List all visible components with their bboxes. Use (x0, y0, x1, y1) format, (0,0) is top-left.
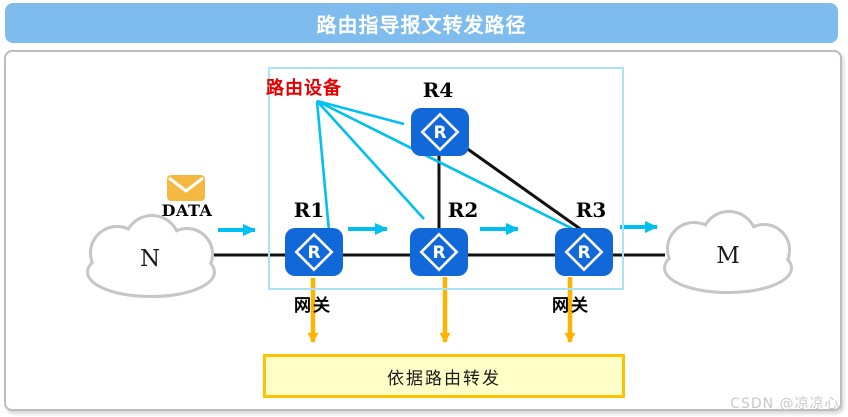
router-r3: R (555, 228, 613, 276)
svg-text:R: R (433, 123, 446, 143)
envelope-icon (167, 175, 205, 201)
gateway-label-right: 网关 (552, 296, 590, 316)
gateway-label-left: 网关 (294, 296, 332, 316)
page-title: 路由指导报文转发路径 (316, 12, 527, 37)
watermark: CSDN @凉凉心, (730, 396, 845, 412)
router-icon: R (564, 232, 604, 272)
router-r4: R (411, 108, 469, 156)
packet-data-label: DATA (161, 201, 213, 220)
router-r4-label: R4 (422, 78, 454, 102)
router-icon: R (420, 112, 460, 152)
router-icon: R (419, 232, 459, 272)
router-r2-label: R2 (447, 198, 479, 222)
router-area-box (268, 67, 624, 290)
svg-text:R: R (432, 243, 445, 263)
cloud-n-label: N (139, 246, 161, 272)
router-r2: R (410, 228, 468, 276)
title-bar: 路由指导报文转发路径 (5, 3, 838, 43)
forward-box: 依据路由转发 (263, 354, 625, 398)
svg-text:R: R (307, 243, 320, 263)
router-r1: R (285, 228, 343, 276)
router-r3-label: R3 (575, 198, 607, 222)
router-icon: R (294, 232, 334, 272)
router-group-label: 路由设备 (266, 78, 342, 99)
router-r1-label: R1 (293, 198, 325, 222)
svg-text:R: R (577, 243, 590, 263)
forward-box-label: 依据路由转发 (387, 368, 501, 389)
cloud-m-label: M (716, 243, 740, 269)
